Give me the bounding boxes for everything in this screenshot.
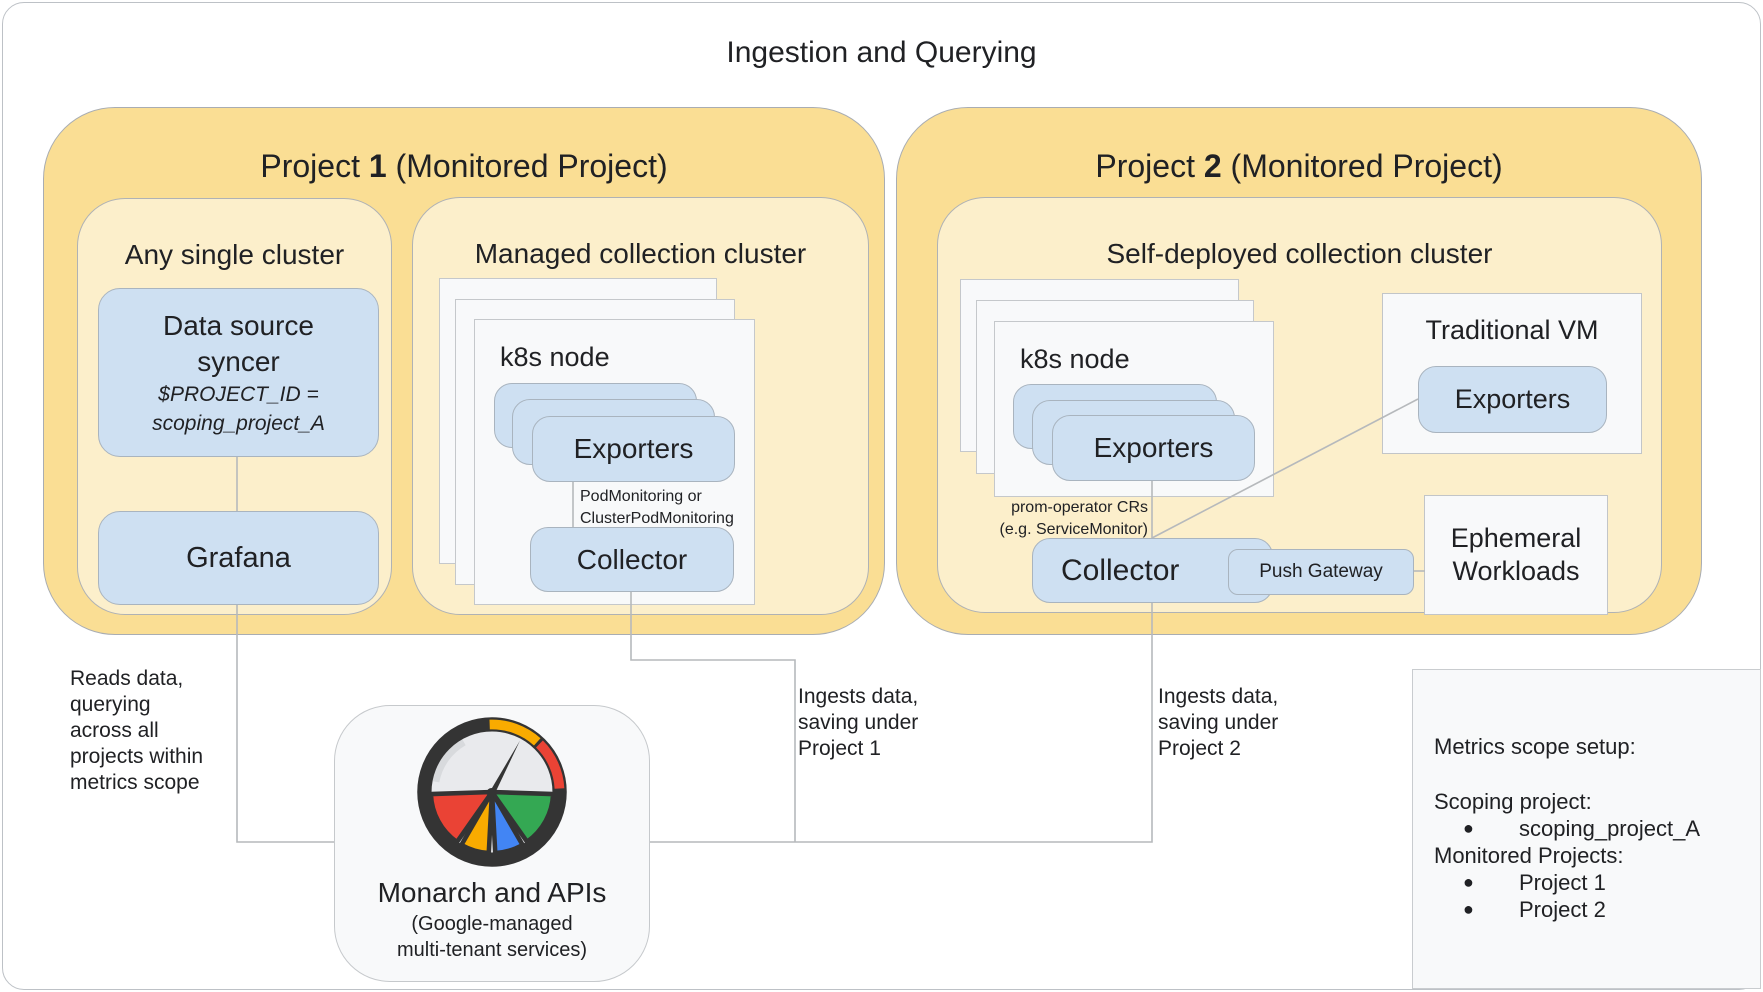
monarch-subtitle-line1: (Google-managed [411, 913, 573, 935]
metrics-scope-title: Metrics scope setup: [1434, 734, 1636, 759]
p2-edge-label-line2: (e.g. ServiceMonitor) [999, 521, 1149, 538]
managed-collection-cluster-title: Managed collection cluster [474, 238, 807, 269]
monitored-project-1: Project 1 [1519, 870, 1606, 895]
traditional-vm-title: Traditional VM [1425, 315, 1599, 345]
data-source-syncer-line1: Data source [163, 309, 314, 341]
ingests-data-p2-label: Ingests data, saving under Project 2 [1158, 684, 1278, 762]
p1-edge-label-line2: ClusterPodMonitoring [580, 510, 734, 527]
grafana-box: Grafana [98, 511, 379, 605]
bullet-icon: ● [1463, 818, 1474, 838]
project2-title: Project 2 (Monitored Project) [1095, 148, 1503, 184]
monarch-subtitle-line2: multi-tenant services) [396, 939, 588, 961]
any-single-cluster-title: Any single cluster [124, 239, 345, 270]
data-source-syncer-box: Data source syncer $PROJECT_ID = scoping… [98, 288, 379, 457]
p1-collector-box: Collector [530, 527, 734, 592]
traditional-vm-exporters-box: Exporters [1418, 366, 1607, 433]
scoping-project-label: Scoping project: [1434, 789, 1592, 814]
monitored-projects-label: Monitored Projects: [1434, 843, 1624, 868]
ingests-p1-line1: Ingests data, [798, 685, 919, 708]
p2-k8s-node-label: k8s node [1020, 344, 1130, 374]
metrics-scope-box: Metrics scope setup: Scoping project: ● … [1412, 669, 1761, 989]
p1-k8s-node-label: k8s node [500, 342, 610, 372]
diagram-title: Ingestion and Querying [726, 36, 1037, 69]
self-deployed-cluster-title: Self-deployed collection cluster [1106, 238, 1493, 269]
monitored-project-2: Project 2 [1519, 897, 1606, 922]
bullet-icon: ● [1463, 872, 1474, 892]
p1-edge-label-line1: PodMonitoring or [580, 488, 702, 505]
data-source-syncer-sub2: scoping_project_A [152, 411, 325, 435]
p2-edge-label-line1: prom-operator CRs [1011, 499, 1148, 516]
p2-edge-label: prom-operator CRs (e.g. ServiceMonitor) [980, 497, 1149, 541]
ephemeral-workloads-line1: Ephemeral [1450, 523, 1582, 553]
ephemeral-workloads-line2: Workloads [1452, 556, 1580, 586]
reads-data-line2: querying [70, 693, 151, 716]
monarch-title: Monarch and APIs [377, 877, 607, 908]
bullet-icon: ● [1463, 899, 1474, 919]
monarch-box: Monarch and APIs (Google-managed multi-t… [334, 705, 650, 982]
p1-exporters-box: Exporters [532, 416, 735, 482]
data-source-syncer-line2: syncer [197, 345, 280, 377]
scoping-project-value: scoping_project_A [1519, 816, 1701, 841]
reads-data-label: Reads data, querying across all projects… [70, 666, 203, 796]
ingests-p1-line3: Project 1 [798, 737, 881, 760]
reads-data-line1: Reads data, [70, 667, 184, 690]
project1-title: Project 1 (Monitored Project) [260, 148, 668, 184]
p2-exporters-box: Exporters [1052, 415, 1255, 481]
prometheus-gauge-icon [417, 717, 567, 867]
ephemeral-workloads-box: Ephemeral Workloads [1424, 495, 1608, 615]
push-gateway-box: Push Gateway [1228, 549, 1414, 595]
ingests-p2-line1: Ingests data, [1158, 685, 1279, 708]
reads-data-line4: projects within [70, 745, 204, 768]
ingests-p2-line3: Project 2 [1158, 737, 1241, 760]
p1-edge-label: PodMonitoring or ClusterPodMonitoring [580, 486, 734, 530]
data-source-syncer-sub1: $PROJECT_ID = [158, 382, 319, 406]
reads-data-line3: across all [70, 719, 159, 742]
ingests-data-p1-label: Ingests data, saving under Project 1 [798, 684, 918, 762]
ingests-p1-line2: saving under [798, 711, 919, 734]
reads-data-line5: metrics scope [70, 771, 200, 794]
ingests-p2-line2: saving under [1158, 711, 1279, 734]
